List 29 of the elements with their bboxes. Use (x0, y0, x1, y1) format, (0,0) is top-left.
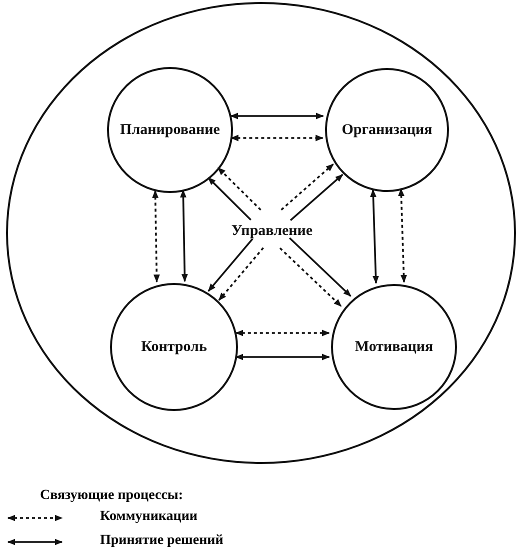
dashed-arrow (280, 163, 334, 210)
dashed-arrow (152, 190, 160, 283)
arrow (208, 238, 254, 292)
function-name: Контроль (141, 338, 207, 356)
arrow (230, 112, 324, 120)
legend-text: Коммуникации (100, 509, 198, 525)
dashed-arrow (398, 188, 407, 283)
function-circle (107, 67, 233, 193)
legend-text: Принятие решений (100, 533, 224, 549)
function-name: Планирование (120, 122, 220, 138)
arrow (370, 189, 379, 284)
function-circle (110, 283, 238, 411)
arrow (208, 177, 252, 221)
function-circle (331, 284, 457, 410)
dashed-arrow (279, 247, 342, 307)
arrow (235, 354, 330, 360)
function-circle (325, 68, 449, 192)
outer-ellipse (6, 2, 516, 464)
dashed-arrow (235, 330, 330, 336)
function-name: Организация (342, 122, 432, 138)
arrow (288, 237, 352, 297)
arrow (180, 189, 188, 282)
function-name: Мотивация (354, 338, 434, 356)
center-label: Управление (231, 222, 313, 240)
arrow (290, 174, 344, 221)
dashed-arrow (217, 167, 262, 211)
legend-heading: Связующие процессы: (40, 488, 184, 504)
dashed-arrow (218, 247, 264, 301)
dashed-arrow (230, 134, 324, 142)
